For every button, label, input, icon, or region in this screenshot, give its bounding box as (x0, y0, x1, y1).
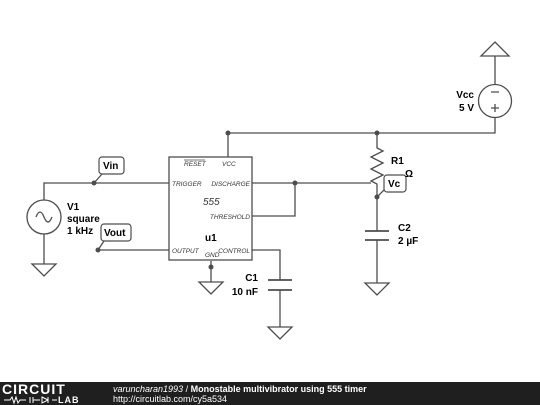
wire-control (252, 249, 281, 280)
footer-bar: CIRCUIT LAB varuncharan1993 / Monostable… (0, 382, 540, 405)
probe-vout-label: Vout (104, 228, 126, 239)
schematic-canvas[interactable]: RESET VCC TRIGGER DISCHARGE THRESHOLD OU… (0, 0, 540, 382)
v1-name-label: V1 (67, 202, 80, 213)
circuitlab-logo-lab: LAB (58, 395, 80, 405)
footer-url[interactable]: http://circuitlab.com/cy5a534 (113, 394, 228, 404)
footer-title: Monostable multivibrator using 555 timer (190, 384, 367, 394)
r1-name-label: R1 (391, 156, 404, 167)
pin-control-label: CONTROL (218, 248, 250, 255)
vcc-source-leads (491, 56, 499, 112)
footer-credit: varuncharan1993 / Monostable multivibrat… (113, 384, 367, 394)
wire-trigger (43, 182, 169, 200)
chip-555-body[interactable] (168, 156, 253, 261)
resistor-r1[interactable] (369, 145, 385, 195)
pin-output-label: OUTPUT (172, 248, 200, 255)
c2-value-label: 2 µF (398, 236, 418, 247)
junction-vin (91, 180, 97, 186)
circuitlab-logo-wordmark[interactable]: CIRCUIT (2, 381, 66, 397)
junction-vout (95, 247, 101, 253)
c1-value-label: 10 nF (232, 287, 258, 298)
v1-type-label: square (67, 214, 100, 225)
pin-gnd-label: GND (205, 252, 220, 259)
junction-gnd-pin (208, 264, 214, 270)
pin-trigger-label: TRIGGER (172, 181, 202, 188)
v1-sine-glyph (35, 211, 53, 223)
footer-separator: / (183, 384, 191, 394)
c1-name-label: C1 (245, 273, 258, 284)
junction-threshold (292, 180, 298, 186)
pin-threshold-label: THRESHOLD (210, 214, 250, 221)
vcc-terminal-arrow (479, 41, 511, 57)
junction-vc (374, 194, 380, 200)
circuitlab-logo-glyph (4, 395, 57, 405)
ground-v1 (30, 263, 58, 277)
probe-vout-box[interactable] (100, 223, 132, 242)
wire-vcc-rail (227, 118, 496, 157)
junction-r1-top (374, 130, 380, 136)
ground-c2 (363, 282, 391, 296)
vcc-name-label: Vcc (456, 90, 474, 101)
ground-chip (197, 281, 225, 295)
ground-c1 (266, 326, 294, 340)
pin-discharge-label: DISCHARGE (211, 181, 250, 188)
pin-reset-label: RESET (184, 161, 207, 168)
chip-type-label: 555 (203, 197, 220, 208)
wire-threshold (252, 183, 296, 217)
vcc-value-label: 5 V (459, 103, 474, 114)
probe-vin-box[interactable] (98, 156, 125, 175)
vcc-source-symbol[interactable] (477, 83, 513, 119)
footer-author[interactable]: varuncharan1993 (113, 384, 184, 394)
chip-name-label: u1 (205, 233, 217, 244)
probe-vc-label: Vc (388, 179, 401, 190)
pin-vcc-label: VCC (222, 161, 236, 168)
junction-vcc-rail (225, 130, 231, 136)
probe-vin-label: Vin (103, 161, 118, 172)
r1-value-label: Ω (405, 169, 413, 180)
probe-vc-box[interactable] (383, 174, 407, 193)
v1-freq-label: 1 kHz (67, 226, 93, 237)
c2-name-label: C2 (398, 223, 411, 234)
v1-source-symbol[interactable] (26, 199, 62, 235)
